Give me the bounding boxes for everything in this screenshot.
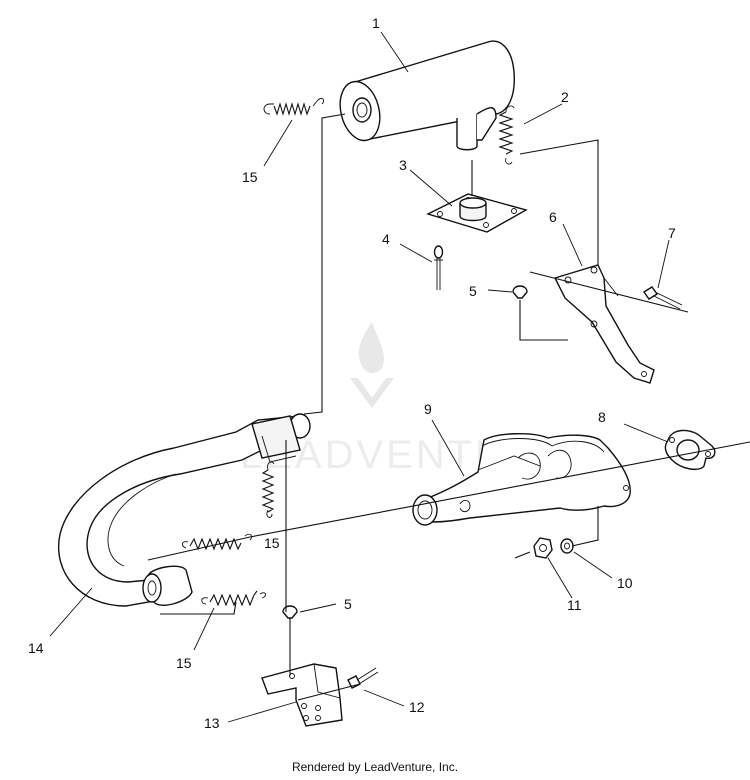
callout-6: 6 — [549, 209, 557, 225]
spring-bottom — [201, 590, 267, 607]
callout-14: 14 — [28, 640, 44, 656]
callout-7: 7 — [668, 225, 676, 241]
spring-middle — [261, 461, 275, 518]
callout-12: 12 — [409, 699, 425, 715]
callout-15-bottom: 15 — [176, 655, 192, 671]
lower-bracket-part — [261, 663, 343, 727]
callout-2: 2 — [561, 89, 569, 105]
grommet-top — [512, 285, 528, 299]
callout-10: 10 — [617, 575, 633, 591]
callout-13: 13 — [204, 715, 220, 731]
mount-plate-part — [426, 193, 528, 233]
callout-5-top: 5 — [469, 283, 477, 299]
watermark-logo — [350, 322, 394, 408]
muffler-part — [339, 40, 515, 151]
callout-11: 11 — [567, 597, 582, 613]
callout-1: 1 — [372, 15, 380, 31]
callout-3: 3 — [399, 157, 407, 173]
callout-labels: 1 2 3 4 5 6 7 8 9 10 11 12 13 14 15 15 1… — [28, 15, 676, 731]
bolt-part — [642, 286, 683, 310]
small-bolt-part — [347, 667, 379, 689]
callout-4: 4 — [382, 231, 390, 247]
callout-15-top: 15 — [242, 169, 258, 185]
grommet-bottom — [282, 605, 298, 619]
callout-5-bottom: 5 — [344, 596, 352, 612]
spring-lower — [181, 533, 253, 551]
footer-credit: Rendered by LeadVenture, Inc. — [291, 760, 459, 774]
nut-part — [533, 537, 553, 559]
alignment-lines — [147, 113, 750, 701]
stud-part — [433, 245, 444, 290]
leader-lines — [49, 31, 670, 723]
washer-part — [560, 538, 574, 554]
callout-9: 9 — [424, 401, 432, 417]
callout-8: 8 — [598, 409, 606, 425]
callout-15-middle: 15 — [264, 535, 280, 551]
exhaust-pipe-part — [58, 413, 311, 607]
spring-part-2 — [498, 105, 515, 165]
spring-top — [263, 97, 325, 116]
bracket-part — [554, 264, 655, 384]
